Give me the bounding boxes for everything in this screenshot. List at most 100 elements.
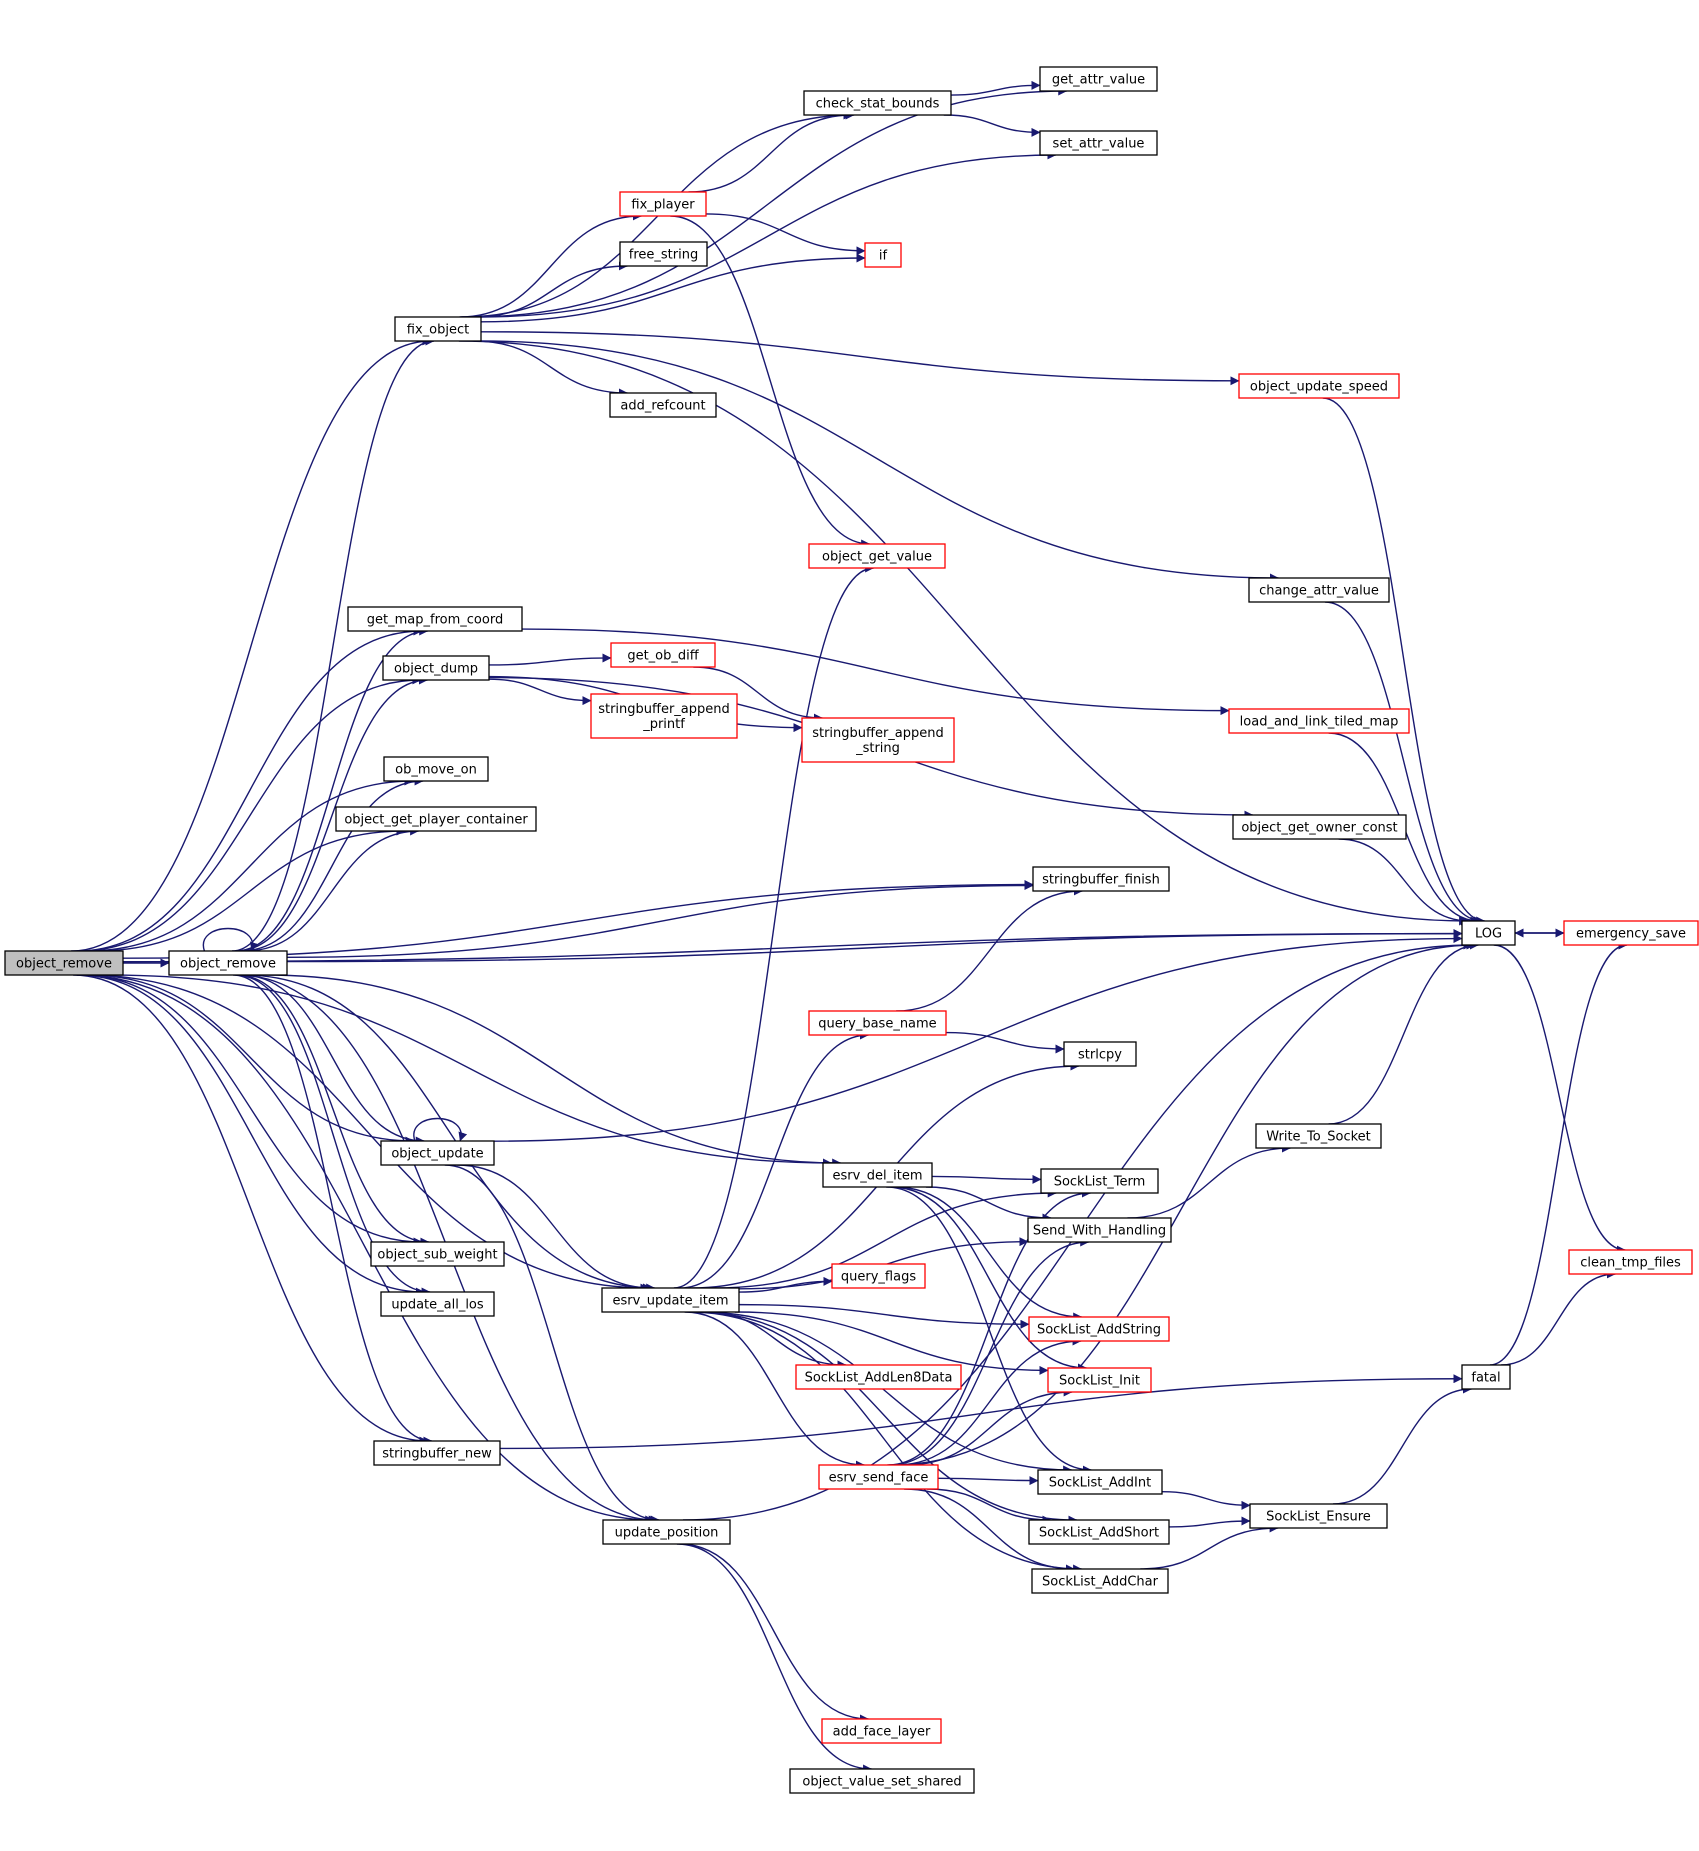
node-stringbuffer-append-printf[interactable]: stringbuffer_append_printf <box>590 693 738 739</box>
node-object-update-speed[interactable]: object_update_speed <box>1238 373 1400 399</box>
node-box[interactable] <box>822 1162 933 1188</box>
node-box[interactable] <box>619 241 708 267</box>
node-box[interactable] <box>803 90 952 116</box>
node-box[interactable] <box>373 1440 501 1466</box>
node-query-base-name[interactable]: query_base_name <box>808 1010 947 1036</box>
node-esrv-update-item[interactable]: esrv_update_item <box>601 1287 740 1313</box>
node-free-string[interactable]: free_string <box>619 241 708 267</box>
node-box[interactable] <box>168 950 288 976</box>
node-emergency-save[interactable]: emergency_save <box>1563 920 1699 946</box>
node-SockList-Init[interactable]: SockList_Init <box>1047 1367 1152 1393</box>
node-set-attr-value[interactable]: set_attr_value <box>1039 130 1158 156</box>
node-box[interactable] <box>380 1291 495 1317</box>
node-box[interactable] <box>1255 1123 1382 1149</box>
node-box[interactable] <box>590 693 738 739</box>
node-box[interactable] <box>1047 1367 1152 1393</box>
node-SockList-AddString[interactable]: SockList_AddString <box>1028 1316 1170 1342</box>
node-SockList-AddLen8Data[interactable]: SockList_AddLen8Data <box>795 1364 962 1390</box>
node-SockList-AddInt[interactable]: SockList_AddInt <box>1037 1469 1163 1495</box>
node-load-and-link-tiled-map[interactable]: load_and_link_tiled_map <box>1228 708 1410 734</box>
node-box[interactable] <box>383 756 489 782</box>
node-box[interactable] <box>789 1768 975 1794</box>
node-SockList-AddChar[interactable]: SockList_AddChar <box>1031 1568 1169 1594</box>
node-stringbuffer-append-string[interactable]: stringbuffer_append_string <box>801 717 955 763</box>
node-box[interactable] <box>1063 1041 1137 1067</box>
node-box[interactable] <box>801 717 955 763</box>
node-Write-To-Socket[interactable]: Write_To_Socket <box>1255 1123 1382 1149</box>
node-stringbuffer-new[interactable]: stringbuffer_new <box>373 1440 501 1466</box>
node-object-get-player-container[interactable]: object_get_player_container <box>335 806 537 832</box>
node-box[interactable] <box>394 316 482 342</box>
node-object-value-set-shared[interactable]: object_value_set_shared <box>789 1768 975 1794</box>
node-LOG[interactable]: LOG <box>1461 920 1516 946</box>
node-add-face-layer[interactable]: add_face_layer <box>821 1718 942 1744</box>
node-box[interactable] <box>1040 1168 1159 1194</box>
node-update-all-los[interactable]: update_all_los <box>380 1291 495 1317</box>
node-box[interactable] <box>795 1364 962 1390</box>
node-get-attr-value[interactable]: get_attr_value <box>1039 66 1158 92</box>
node-box[interactable] <box>602 1519 731 1545</box>
node-box[interactable] <box>1039 66 1158 92</box>
node-get-ob-diff[interactable]: get_ob_diff <box>610 642 716 668</box>
node-box[interactable] <box>382 655 490 681</box>
node-box[interactable] <box>610 642 716 668</box>
node-update-position[interactable]: update_position <box>602 1519 731 1545</box>
node-SockList-AddShort[interactable]: SockList_AddShort <box>1028 1519 1170 1545</box>
node-box[interactable] <box>808 1010 947 1036</box>
node-esrv-send-face[interactable]: esrv_send_face <box>818 1464 939 1490</box>
node-Send-With-Handling[interactable]: Send_With_Handling <box>1027 1217 1172 1243</box>
node-box[interactable] <box>380 1140 495 1166</box>
node-box[interactable] <box>1228 708 1410 734</box>
node-box[interactable] <box>347 606 523 632</box>
node-box[interactable] <box>1031 1568 1169 1594</box>
node-clean-tmp-files[interactable]: clean_tmp_files <box>1568 1249 1693 1275</box>
node-box[interactable] <box>864 242 902 268</box>
node-box[interactable] <box>818 1464 939 1490</box>
node-get-map-from-coord[interactable]: get_map_from_coord <box>347 606 523 632</box>
node-add-refcount[interactable]: add_refcount <box>609 392 717 418</box>
node-box[interactable] <box>1037 1469 1163 1495</box>
node-box[interactable] <box>821 1718 942 1744</box>
node-object-get-value[interactable]: object_get_value <box>808 543 946 569</box>
node-box[interactable] <box>1238 373 1400 399</box>
node-object-update[interactable]: object_update <box>380 1140 495 1166</box>
node-box[interactable] <box>1568 1249 1693 1275</box>
node-object-get-owner-const[interactable]: object_get_owner_const <box>1232 814 1407 840</box>
node-strlcpy[interactable]: strlcpy <box>1063 1041 1137 1067</box>
node-check-stat-bounds[interactable]: check_stat_bounds <box>803 90 952 116</box>
node-root-object-remove[interactable]: object_remove <box>4 950 124 976</box>
node-object-dump[interactable]: object_dump <box>382 655 490 681</box>
node-fatal[interactable]: fatal <box>1461 1364 1511 1390</box>
node-box[interactable] <box>1039 130 1158 156</box>
node-object-remove[interactable]: object_remove <box>168 950 288 976</box>
node-change-attr-value[interactable]: change_attr_value <box>1248 577 1390 603</box>
node-query-flags[interactable]: query_flags <box>831 1263 926 1289</box>
node-box[interactable] <box>1563 920 1699 946</box>
node-stringbuffer-finish[interactable]: stringbuffer_finish <box>1032 866 1170 892</box>
node-box[interactable] <box>619 191 707 217</box>
node-box[interactable] <box>601 1287 740 1313</box>
node-box[interactable] <box>1028 1519 1170 1545</box>
node-SockList-Term[interactable]: SockList_Term <box>1040 1168 1159 1194</box>
node-SockList-Ensure[interactable]: SockList_Ensure <box>1249 1503 1388 1529</box>
node-fix-object[interactable]: fix_object <box>394 316 482 342</box>
node-fix-player[interactable]: fix_player <box>619 191 707 217</box>
node-object-sub-weight[interactable]: object_sub_weight <box>370 1241 505 1267</box>
node-box[interactable] <box>609 392 717 418</box>
node-box[interactable] <box>1027 1217 1172 1243</box>
node-box[interactable] <box>1248 577 1390 603</box>
node-box[interactable] <box>370 1241 505 1267</box>
node-box[interactable] <box>1249 1503 1388 1529</box>
node-box[interactable] <box>4 950 124 976</box>
node-box[interactable] <box>1232 814 1407 840</box>
node-box[interactable] <box>1028 1316 1170 1342</box>
node-box[interactable] <box>831 1263 926 1289</box>
node-ob-move-on[interactable]: ob_move_on <box>383 756 489 782</box>
node-if[interactable]: if <box>864 242 902 268</box>
node-box[interactable] <box>808 543 946 569</box>
node-box[interactable] <box>1461 1364 1511 1390</box>
node-box[interactable] <box>1461 920 1516 946</box>
node-box[interactable] <box>1032 866 1170 892</box>
node-box[interactable] <box>335 806 537 832</box>
node-esrv-del-item[interactable]: esrv_del_item <box>822 1162 933 1188</box>
